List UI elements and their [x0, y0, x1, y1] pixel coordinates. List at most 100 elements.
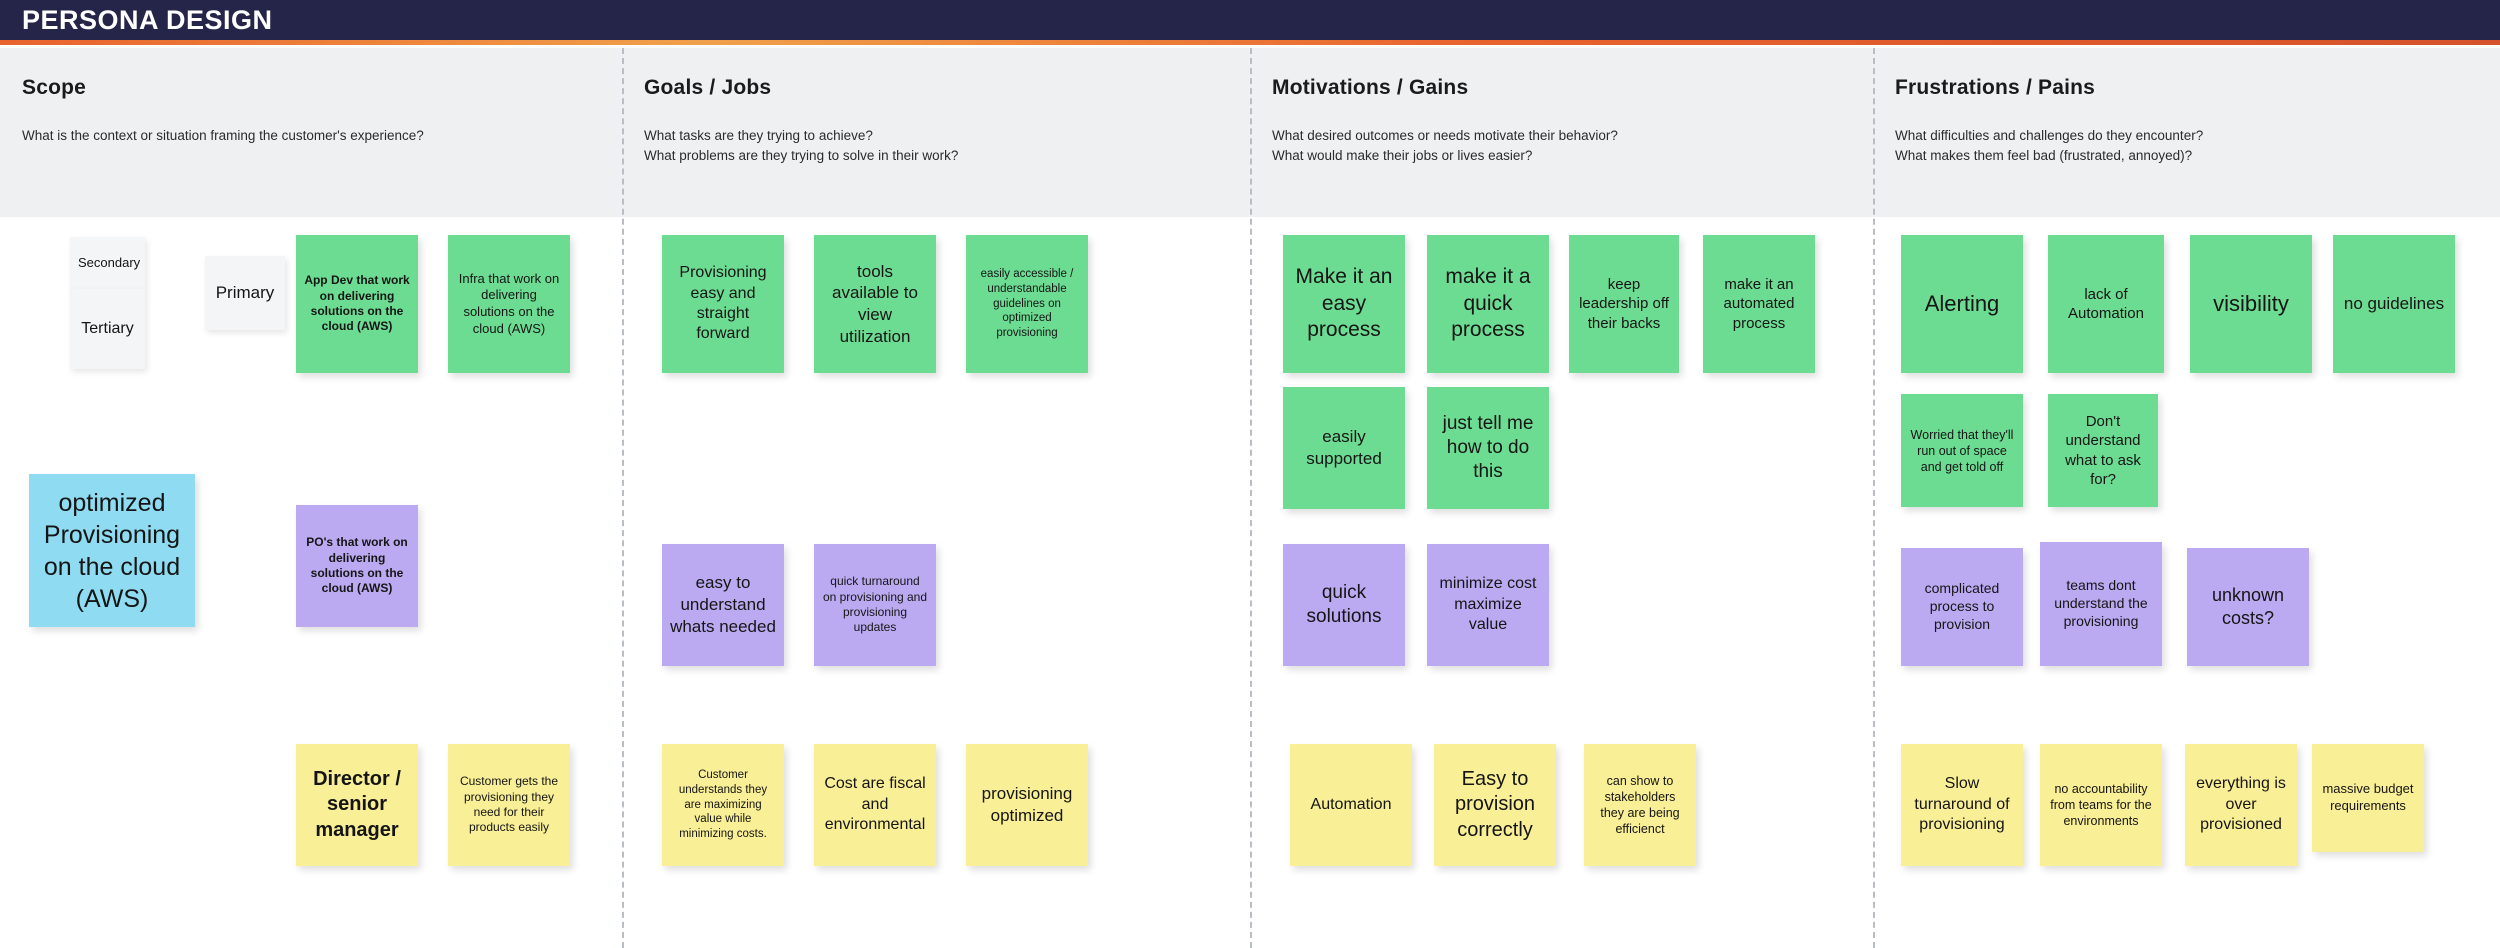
sticky-note[interactable]: Automation [1290, 744, 1412, 866]
sticky-note[interactable]: Primary [205, 256, 285, 330]
sticky-note-text: Primary [215, 283, 275, 303]
sticky-note-text: easily supported [1306, 427, 1382, 468]
sticky-note-text: quick solutions [1306, 581, 1382, 627]
accent-rule-divider [0, 40, 2500, 45]
sticky-note-text: Secondary [78, 254, 141, 270]
sticky-note[interactable]: visibility [2190, 235, 2312, 373]
sticky-note-text: Provisioning easy and straight forward [679, 264, 767, 343]
column-title: Goals / Jobs [644, 76, 772, 99]
column-title: Scope [22, 76, 87, 99]
sticky-note-text: Worried that they'll run out of space an… [1910, 427, 2014, 474]
column-prompt: What difficulties and challenges do they… [1895, 126, 2203, 167]
sticky-note[interactable]: quick solutions [1283, 544, 1405, 666]
sticky-note-text: teams dont understand the provisioning [2054, 577, 2148, 629]
sticky-note[interactable]: Make it an easy process [1283, 235, 1405, 373]
sticky-note-text: Tertiary [81, 319, 134, 337]
sticky-note[interactable]: Director / senior manager [296, 744, 418, 866]
sticky-note-text: unknown costs? [2211, 584, 2285, 628]
sticky-note[interactable]: keep leadership off their backs [1569, 235, 1679, 373]
sticky-note-text: keep leadership off their backs [1579, 276, 1669, 332]
sticky-note-text: Customer understands they are maximizing… [678, 769, 768, 841]
sticky-note[interactable]: PO's that work on delivering solutions o… [296, 505, 418, 627]
sticky-note-text: provisioning optimized [981, 784, 1073, 825]
sticky-note[interactable]: Customer understands they are maximizing… [662, 744, 784, 866]
sticky-note[interactable]: Secondary [70, 237, 145, 289]
column-prompt-line: What is the context or situation framing… [22, 128, 424, 143]
sticky-note-text: complicated process to provision [1924, 580, 2000, 632]
sticky-note[interactable]: make it a quick process [1427, 235, 1549, 373]
sticky-note-text: can show to stakeholders they are being … [1600, 774, 1680, 836]
sticky-note[interactable]: everything is over provisioned [2185, 744, 2297, 866]
column-prompt-line: What tasks are they trying to achieve? [644, 128, 873, 143]
sticky-note[interactable]: Easy to provision correctly [1434, 744, 1556, 866]
sticky-note[interactable]: just tell me how to do this [1427, 387, 1549, 509]
column-divider-3 [1873, 48, 1875, 948]
sticky-note[interactable]: no guidelines [2333, 235, 2455, 373]
sticky-note-text: tools available to view utilization [831, 261, 918, 346]
sticky-note-text: just tell me how to do this [1442, 412, 1534, 483]
sticky-note[interactable]: Infra that work on delivering solutions … [448, 235, 570, 373]
sticky-note-text: Customer gets the provisioning they need… [459, 774, 559, 835]
sticky-note[interactable]: Worried that they'll run out of space an… [1901, 394, 2023, 507]
column-prompt-line: What problems are they trying to solve i… [644, 148, 959, 164]
sticky-note[interactable]: easily accessible / understandable guide… [966, 235, 1088, 373]
sticky-note[interactable]: Provisioning easy and straight forward [662, 235, 784, 373]
column-prompt-line: What would make their jobs or lives easi… [1272, 148, 1533, 164]
sticky-note-text: lack of Automation [2068, 285, 2144, 322]
column-title: Motivations / Gains [1272, 76, 1469, 99]
sticky-note-text: visibility [2213, 290, 2289, 316]
sticky-note[interactable]: easily supported [1283, 387, 1405, 509]
sticky-note[interactable]: lack of Automation [2048, 235, 2164, 373]
sticky-note-text: easily accessible / understandable guide… [980, 268, 1074, 340]
column-prompt: What desired outcomes or needs motivate … [1272, 126, 1618, 167]
sticky-note[interactable]: unknown costs? [2187, 548, 2309, 666]
sticky-note-text: make it an automated process [1723, 276, 1795, 332]
sticky-note[interactable]: teams dont understand the provisioning [2040, 542, 2162, 666]
sticky-note[interactable]: optimized Provisioning on the cloud (AWS… [29, 474, 195, 627]
sticky-note-text: massive budget requirements [2322, 781, 2414, 813]
column-divider-2 [1250, 48, 1252, 948]
sticky-note[interactable]: App Dev that work on delivering solution… [296, 235, 418, 373]
sticky-note-text: easy to understand whats needed [670, 573, 776, 636]
sticky-note-text: no accountability from teams for the env… [2050, 782, 2152, 828]
column-prompt-line: What desired outcomes or needs motivate … [1272, 128, 1618, 143]
sticky-note[interactable]: Alerting [1901, 235, 2023, 373]
sticky-note-text: make it a quick process [1445, 264, 1531, 342]
column-title: Frustrations / Pains [1895, 76, 2096, 99]
column-prompt-line: What makes them feel bad (frustrated, an… [1895, 148, 2193, 164]
sticky-note[interactable]: provisioning optimized [966, 744, 1088, 866]
sticky-note-text: minimize cost maximize value [1439, 575, 1537, 634]
sticky-note[interactable]: massive budget requirements [2312, 744, 2424, 852]
page-title: PERSONA DESIGN [22, 4, 273, 35]
app-title-bar: PERSONA DESIGN [0, 0, 2500, 40]
sticky-note-text: Don't understand what to ask for? [2065, 413, 2141, 488]
sticky-note[interactable]: complicated process to provision [1901, 548, 2023, 666]
sticky-note[interactable]: Don't understand what to ask for? [2048, 394, 2158, 507]
sticky-note[interactable]: Slow turnaround of provisioning [1901, 744, 2023, 866]
sticky-note[interactable]: make it an automated process [1703, 235, 1815, 373]
sticky-note-text: Automation [1310, 795, 1392, 813]
sticky-note[interactable]: Tertiary [70, 289, 145, 369]
sticky-note[interactable]: minimize cost maximize value [1427, 544, 1549, 666]
sticky-note-text: Slow turnaround of provisioning [1914, 775, 2010, 834]
sticky-note-text: Easy to provision correctly [1454, 767, 1536, 841]
sticky-note-text: Alerting [1924, 290, 2000, 316]
sticky-note-text: App Dev that work on delivering solution… [304, 273, 410, 334]
sticky-note[interactable]: easy to understand whats needed [662, 544, 784, 666]
sticky-note[interactable]: quick turnaround on provisioning and pro… [814, 544, 936, 666]
sticky-note[interactable]: Customer gets the provisioning they need… [448, 744, 570, 866]
sticky-note-text: no guidelines [2343, 294, 2445, 314]
sticky-note-text: Director / senior manager [313, 767, 401, 841]
sticky-note[interactable]: tools available to view utilization [814, 235, 936, 373]
sticky-note-text: Infra that work on delivering solutions … [458, 270, 560, 336]
sticky-note-text: everything is over provisioned [2196, 775, 2286, 834]
sticky-note[interactable]: no accountability from teams for the env… [2040, 744, 2162, 866]
sticky-note[interactable]: can show to stakeholders they are being … [1584, 744, 1696, 866]
sticky-note-text: Make it an easy process [1295, 264, 1393, 342]
sticky-note[interactable]: Cost are fiscal and environmental [814, 744, 936, 866]
